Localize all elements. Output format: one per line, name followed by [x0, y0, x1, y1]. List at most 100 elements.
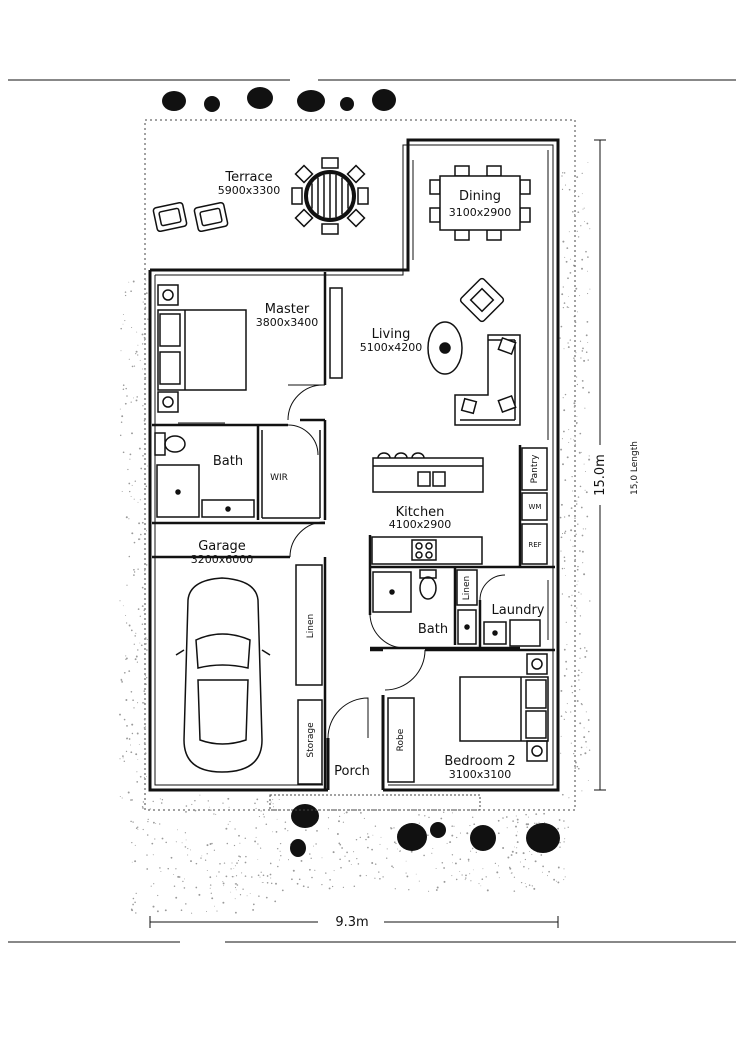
- hatch-dot: [563, 409, 566, 412]
- hatch-dot: [137, 344, 139, 346]
- hatch-dot: [379, 877, 381, 880]
- hatch-dot: [223, 885, 225, 887]
- hatch-dot: [126, 584, 128, 586]
- hatch-dot: [241, 872, 243, 874]
- hatch-dot: [584, 489, 586, 491]
- hatch-dot: [346, 851, 348, 854]
- hatch-dot: [406, 875, 409, 878]
- hatch-dot: [279, 842, 282, 845]
- hatch-dot: [138, 522, 141, 525]
- hatch-dot: [133, 571, 136, 573]
- hatch-dot: [233, 844, 236, 847]
- hatch-dot: [231, 862, 233, 864]
- hatch-dot: [456, 836, 458, 839]
- hatch-dot: [587, 359, 589, 361]
- hatch-dot: [565, 711, 567, 714]
- hatch-dot: [125, 699, 128, 701]
- hatch-dot: [137, 649, 139, 651]
- hatch-dot: [564, 393, 567, 396]
- hatch-dot: [260, 847, 262, 849]
- hatch-dot: [236, 862, 238, 864]
- hatch-dot: [583, 463, 585, 465]
- hatch-dot: [512, 820, 514, 822]
- hatch-dot: [576, 176, 579, 179]
- hatch-dot: [557, 866, 560, 869]
- width-dimension-label: 9.3m: [335, 915, 368, 930]
- porch-step: [269, 794, 481, 811]
- hatch-dot: [270, 882, 273, 885]
- hatch-dot: [122, 755, 124, 757]
- hatch-dot: [185, 810, 187, 813]
- hatch-dot: [577, 523, 579, 525]
- hatch-dot: [588, 455, 590, 457]
- hatch-dot: [451, 862, 453, 864]
- hatch-dot: [120, 421, 123, 423]
- hatch-dot: [553, 878, 556, 881]
- hatch-dot: [565, 710, 566, 712]
- hatch-dot: [310, 857, 312, 860]
- hatch-dot: [570, 438, 572, 440]
- bath2-label: Bath: [418, 622, 448, 637]
- hatch-dot: [119, 795, 121, 798]
- hatch-dot: [206, 870, 208, 871]
- hatch-dot: [143, 702, 145, 704]
- hatch-dot: [131, 841, 133, 844]
- hatch-dot: [486, 889, 489, 892]
- hatch-dot: [249, 893, 251, 894]
- hatch-dot: [150, 885, 152, 887]
- hatch-dot: [576, 500, 578, 502]
- hatch-dot: [522, 852, 525, 855]
- hatch-dot: [143, 336, 146, 339]
- hatch-dot: [524, 858, 527, 861]
- hatch-dot: [566, 703, 568, 705]
- hatch-dot: [472, 869, 474, 871]
- hatch-dot: [147, 820, 149, 823]
- hatch-dot: [296, 882, 299, 885]
- living-coffee-table: [427, 321, 463, 375]
- hatch-dot: [511, 850, 514, 853]
- hatch-dot: [209, 806, 210, 808]
- hatch-dot: [565, 260, 568, 263]
- hatch-dot: [575, 612, 577, 614]
- hatch-dot: [581, 790, 583, 792]
- hatch-dot: [365, 838, 367, 841]
- hatch-dot: [146, 677, 148, 679]
- hatch-dot: [281, 889, 284, 892]
- hatch-dot: [338, 842, 341, 845]
- terrace-dims: 5900x3300: [218, 184, 281, 197]
- hatch-dot: [125, 615, 127, 616]
- hatch-dot: [534, 822, 536, 824]
- hatch-dot: [255, 827, 258, 829]
- hatch-dot: [139, 533, 142, 536]
- hatch-dot: [183, 887, 186, 889]
- hatch-dot: [579, 722, 582, 725]
- hatch-dot: [156, 910, 159, 913]
- master-wall-unit: [329, 287, 343, 379]
- hatch-dot: [302, 885, 305, 888]
- hatch-dot: [507, 856, 510, 859]
- hatch-dot: [568, 429, 570, 431]
- hatch-dot: [125, 516, 128, 519]
- hatch-dot: [124, 294, 127, 297]
- hatch-dot: [562, 430, 565, 433]
- hatch-dot: [454, 862, 457, 865]
- hatch-dot: [378, 871, 380, 873]
- hatch-dot: [239, 842, 241, 844]
- hatch-dot: [175, 868, 177, 870]
- hatch-dot: [329, 878, 331, 881]
- hatch-dot: [382, 876, 384, 878]
- hatch-dot: [223, 862, 226, 864]
- hatch-dot: [327, 828, 329, 830]
- hatch-dot: [160, 871, 162, 872]
- hatch-dot: [207, 800, 209, 802]
- hatch-dot: [300, 859, 303, 862]
- hatch-dot: [119, 434, 122, 437]
- hatch-dot: [505, 816, 508, 818]
- hatch-dot: [228, 806, 230, 808]
- hatch-dot: [580, 593, 582, 595]
- hatch-dot: [222, 882, 225, 885]
- hatch-dot: [560, 689, 563, 692]
- hatch-dot: [128, 624, 131, 627]
- hatch-dot: [225, 875, 228, 878]
- hatch-dot: [143, 718, 146, 721]
